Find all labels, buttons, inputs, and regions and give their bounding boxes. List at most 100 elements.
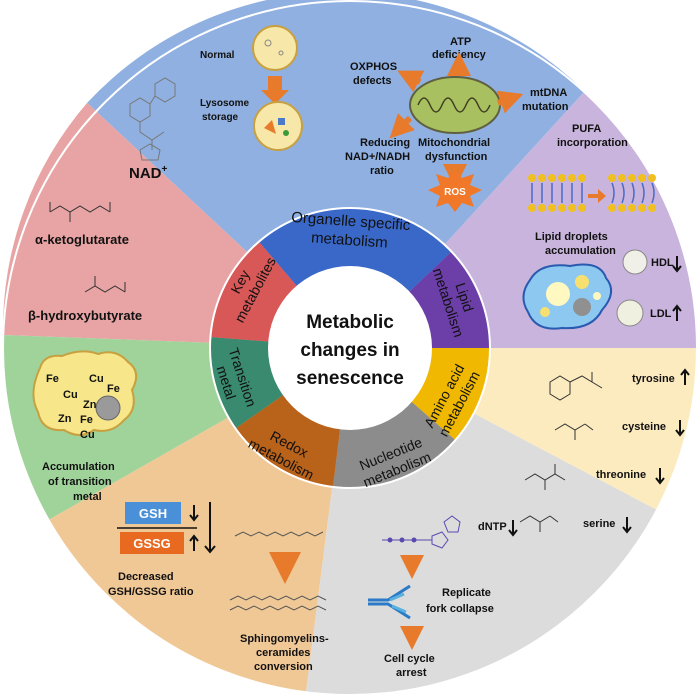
- hdl-down-arrow-icon: [672, 256, 682, 273]
- serine-label: serine: [583, 518, 615, 530]
- metal-symbol: Zn: [83, 399, 97, 411]
- gssg-up-arrow-icon: [189, 534, 199, 551]
- cysteine-label: cysteine: [622, 421, 666, 433]
- arrow-mtdna: [496, 90, 524, 114]
- metal-symbol: Cu: [63, 389, 78, 401]
- gssg-box: [120, 532, 184, 554]
- ratio-label-2: GSH/GSSG ratio: [108, 586, 194, 598]
- acc-label-3: metal: [73, 491, 102, 503]
- inner-ring: [209, 207, 491, 489]
- pufa-label-2: incorporation: [557, 137, 628, 149]
- down-arrow-icon: [261, 76, 289, 104]
- dntp-down-arrow-icon: [508, 520, 518, 537]
- nad-structure-icon: [129, 77, 176, 161]
- dntp-label: dNTP: [478, 521, 507, 533]
- amino-content: tyrosine cysteine threonine serine: [519, 368, 690, 534]
- ldl-label: LDL: [650, 308, 672, 320]
- normal-lysosome-icon: [252, 25, 298, 71]
- hdl-label: HDL: [651, 257, 674, 269]
- center-line-1: Metabolic: [306, 312, 394, 333]
- reducing-label-1: Reducing: [360, 137, 410, 149]
- hdl-particle-icon: [622, 249, 648, 275]
- droplets-label-1: Lipid droplets: [535, 231, 608, 243]
- ros-label: ROS: [444, 187, 466, 198]
- membrane-icon-left: [528, 174, 586, 212]
- tyrosine-label: tyrosine: [632, 373, 675, 385]
- ldl-up-arrow-icon: [672, 304, 682, 321]
- metal-symbol: Fe: [46, 373, 59, 385]
- gssg-label: GSSG: [133, 536, 171, 551]
- threonine-down-arrow-icon: [655, 468, 665, 485]
- reducing-label-3: ratio: [370, 165, 394, 177]
- acc-label-1: Accumulation: [42, 461, 115, 473]
- arrest-label-1: Cell cycle: [384, 653, 435, 665]
- organelle-content: Normal Lysosome storage ATP deficiency O…: [200, 25, 569, 212]
- oxphos-label-2: defects: [353, 75, 392, 87]
- serine-down-arrow-icon: [622, 517, 632, 534]
- bhb-label: β-hydroxybutyrate: [28, 308, 142, 323]
- reducing-label-2: NAD+/NADH: [345, 151, 410, 163]
- arrow-nad: [389, 113, 415, 139]
- replicate-label-2: fork collapse: [426, 603, 494, 615]
- tyrosine-up-arrow-icon: [680, 368, 690, 385]
- tyrosine-structure-icon: [549, 372, 603, 401]
- lysosome-label-2: storage: [202, 112, 239, 123]
- mtdna-label-1: mtDNA: [530, 87, 567, 99]
- lysosome-storage-icon: [253, 101, 303, 151]
- ratio-label-1: Decreased: [118, 571, 174, 583]
- gsh-box: [125, 502, 181, 524]
- sphingomyelin-structure-icon: [234, 531, 324, 537]
- akg-structure-icon: [49, 202, 111, 222]
- redox-content: GSH GSSG Decreased GSH/GSSG ratio Sphing…: [108, 502, 329, 673]
- sphingo-label-3: conversion: [254, 661, 313, 673]
- mtdna-label-2: mutation: [522, 101, 569, 113]
- ldl-particle-icon: [616, 299, 644, 327]
- atp-label-2: deficiency: [432, 49, 487, 61]
- organelle-ring-label-2: metabolism: [311, 229, 389, 251]
- center-line-3: senescence: [296, 368, 404, 389]
- cysteine-structure-icon: [554, 423, 594, 440]
- lysosome-label-1: Lysosome: [200, 98, 250, 109]
- normal-label: Normal: [200, 50, 235, 61]
- metal-symbol: Cu: [80, 429, 95, 441]
- ros-burst-icon: [428, 170, 482, 212]
- bhb-structure-icon: [84, 276, 126, 293]
- sphingo-label-2: ceramides: [256, 647, 310, 659]
- membrane-icon-right: [608, 174, 656, 212]
- metal-symbol: Cu: [89, 373, 104, 385]
- sphingo-label-1: Sphingomyelins-: [240, 633, 329, 645]
- akg-label: α-ketoglutarate: [35, 232, 129, 247]
- arrow-oxphos: [397, 70, 425, 93]
- lipid-content: PUFA incorporation Lipid droplets accumu…: [522, 123, 682, 330]
- droplets-label-2: accumulation: [545, 245, 616, 257]
- key-content: NAD+ α-ketoglutarate β-hydroxybutyrate: [28, 77, 176, 323]
- mito-label-1: Mitochondrial: [418, 137, 490, 149]
- nucleus-icon: [95, 395, 121, 421]
- ceramide-structure-icon: [229, 595, 327, 611]
- mitochondrion-icon: [409, 76, 501, 134]
- dntp-structure-icon: [382, 515, 461, 549]
- replication-fork-icon: [368, 584, 411, 620]
- metal-symbol: Zn: [58, 413, 72, 425]
- metal-symbol: Fe: [107, 383, 120, 395]
- nucleotide-content: dNTP Replicate fork collapse Cell cycle …: [368, 515, 518, 679]
- center-title: Metabolic changes in senescence: [296, 312, 404, 389]
- transition-content: Fe Cu Cu Fe Zn Zn Fe Cu Accumulation of …: [32, 350, 138, 503]
- cysteine-down-arrow-icon: [675, 420, 685, 437]
- nad-label: NAD+: [129, 164, 168, 182]
- right-arrow-icon: [588, 189, 606, 203]
- oxphos-label-1: OXPHOS: [350, 61, 397, 73]
- metal-symbol: Fe: [80, 414, 93, 426]
- acc-label-2: of transition: [48, 476, 112, 488]
- pufa-label-1: PUFA: [572, 123, 601, 135]
- center-line-2: changes in: [300, 340, 399, 361]
- replicate-label-1: Replicate: [442, 587, 491, 599]
- ratio-down-arrow-icon: [204, 502, 216, 554]
- serine-structure-icon: [519, 515, 559, 532]
- gsh-down-arrow-icon: [189, 505, 199, 522]
- threonine-label: threonine: [596, 469, 646, 481]
- center-disc: [268, 266, 432, 430]
- threonine-structure-icon: [524, 464, 566, 490]
- arrest-label-2: arrest: [396, 667, 427, 679]
